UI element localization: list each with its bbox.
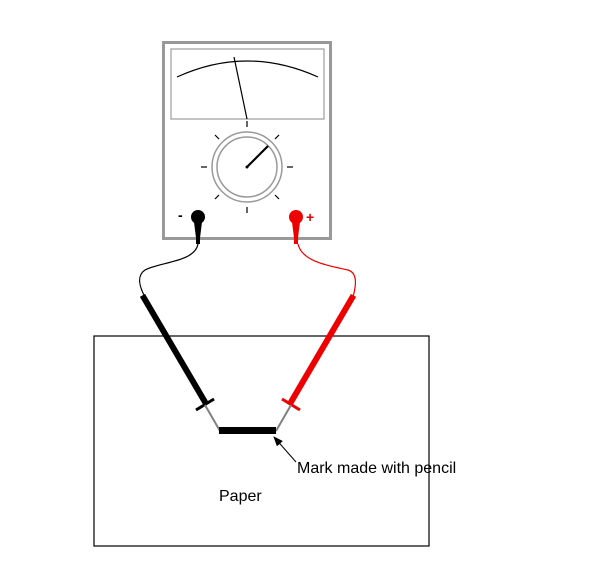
pencil-mark [219,427,276,434]
knob-pointer [246,145,269,168]
positive-wire [297,243,356,298]
negative-wire [139,243,199,298]
positive-plug[interactable] [289,210,303,244]
negative-plug[interactable] [191,210,205,244]
paper-sheet [93,335,430,547]
pencil-mark-label: Mark made with pencil [297,460,457,477]
knob-center [245,165,249,169]
positive-terminal-label: + [306,209,315,225]
meter-display [170,48,325,120]
multimeter [162,41,332,244]
positive-probe[interactable] [275,293,357,432]
meter-scale-arc [176,60,319,78]
paper-label: Paper [219,488,262,505]
knob-tick-marks [201,121,293,213]
pencil-mark-arrow [273,436,297,463]
negative-probe[interactable] [139,293,221,432]
negative-terminal-label: - [178,207,183,223]
meter-needle [233,56,248,120]
selector-knob[interactable] [201,121,293,213]
